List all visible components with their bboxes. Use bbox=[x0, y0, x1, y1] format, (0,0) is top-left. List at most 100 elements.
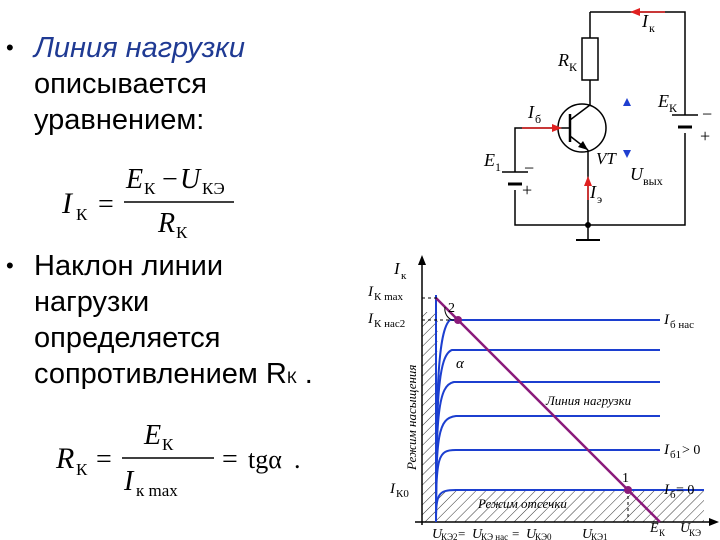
bullet-line: нагрузки bbox=[34, 286, 150, 318]
bullet-line-end: . bbox=[296, 358, 313, 390]
label-uvyx-sub: вых bbox=[643, 174, 663, 188]
label-load-line: Линия нагрузки bbox=[545, 393, 632, 408]
label-e1-minus: − bbox=[524, 158, 534, 178]
label-saturation: Режим насыщения bbox=[404, 365, 419, 471]
label-alpha: α bbox=[456, 356, 465, 372]
label-x-axis: U bbox=[680, 521, 691, 536]
formula-rk-tg: tgα bbox=[248, 445, 282, 474]
label-ib1-rel: > 0 bbox=[682, 443, 700, 458]
label-ie-sub: э bbox=[597, 192, 602, 206]
point-2 bbox=[454, 316, 462, 324]
voltage-arrow-up-icon bbox=[623, 98, 631, 106]
bullet-line-text: сопротивлением R bbox=[34, 358, 287, 390]
bullet-text: Линия нагрузки описывается уравнением: bbox=[34, 30, 414, 138]
x-axis-arrow-icon bbox=[709, 518, 719, 526]
alpha-arc bbox=[444, 306, 453, 321]
label-y-axis: I bbox=[393, 259, 401, 278]
formula-rk-end: . bbox=[294, 445, 301, 474]
bullet-line: уравнением: bbox=[34, 104, 205, 136]
label-vt: VT bbox=[596, 149, 617, 168]
load-line bbox=[435, 297, 661, 523]
y-axis-arrow-icon bbox=[418, 255, 426, 265]
label-ek-sub: К bbox=[669, 101, 678, 115]
label-e1-plus: + bbox=[522, 180, 532, 200]
label-y-axis-sub: к bbox=[401, 270, 407, 282]
formula-ik-num-minus: − bbox=[162, 164, 178, 195]
label-ek: E bbox=[657, 91, 669, 111]
label-ik: I bbox=[641, 11, 649, 31]
formula-ik-den-r: R bbox=[157, 208, 175, 239]
label-x-ek: E bbox=[649, 521, 659, 536]
label-ek-plus: + bbox=[700, 126, 710, 146]
bullet-line: определяется bbox=[34, 322, 221, 354]
cutoff-hatch bbox=[434, 490, 704, 522]
label-rk: R bbox=[557, 50, 569, 70]
label-ek-minus: − bbox=[702, 104, 712, 124]
label-ib0-rel: = 0 bbox=[676, 483, 694, 498]
label-point-2: 2 bbox=[448, 301, 455, 316]
label-ik0-sub: К0 bbox=[396, 488, 409, 500]
formula-ik-num-u-sub: КЭ bbox=[202, 179, 225, 198]
label-ikmax: I bbox=[367, 284, 374, 300]
resistor-rk bbox=[581, 37, 599, 81]
label-iknas2-sub: К нас2 bbox=[374, 318, 405, 330]
ik-arrow-icon bbox=[630, 8, 640, 16]
formula-rk: R К = E К I к max = tgα . bbox=[55, 420, 301, 500]
label-eq-2: = bbox=[512, 526, 519, 540]
output-characteristics-graph: I к I К max I К нас2 I К0 Режим насыщени… bbox=[367, 255, 719, 540]
label-ukz0-sub: КЭ0 bbox=[535, 532, 552, 540]
bullet-heading: Линия нагрузки bbox=[34, 32, 246, 64]
label-ukznas: U bbox=[472, 527, 483, 540]
wire-top bbox=[590, 11, 686, 115]
label-x-ek-sub: К bbox=[659, 528, 666, 538]
label-ib-sub: б bbox=[535, 112, 541, 126]
label-ukz2-sub: КЭ2 bbox=[441, 532, 458, 540]
bullet-line: Наклон линии bbox=[34, 250, 224, 282]
emitter-arrow-icon bbox=[578, 141, 588, 150]
label-e1-sub: 1 bbox=[495, 160, 501, 174]
bullet-text: Наклон линии нагрузки определяется сопро… bbox=[34, 248, 414, 396]
label-x-axis-sub: КЭ bbox=[689, 528, 701, 538]
transistor-circuit: I к R К I б E К − + E 1 − + VT I э U вых bbox=[483, 8, 712, 241]
formula-rk-den-i: I bbox=[123, 466, 135, 497]
label-ik-sub: к bbox=[649, 21, 655, 35]
formula-rk-lhs-sub: К bbox=[76, 460, 88, 479]
bullet-line-sub: К bbox=[286, 368, 297, 387]
ib-arrow-icon bbox=[552, 124, 562, 132]
saturation-hatch bbox=[422, 312, 438, 522]
label-eq-1: = bbox=[458, 526, 465, 540]
label-ibnas: I bbox=[663, 312, 670, 328]
formula-ik-eq: = bbox=[98, 189, 114, 220]
label-ukz1-sub: КЭ1 bbox=[591, 532, 608, 540]
formula-rk-num-e-sub: К bbox=[162, 435, 174, 454]
label-ib: I bbox=[527, 102, 535, 122]
label-e1: E bbox=[483, 150, 495, 170]
label-ukznas-sub: КЭ нас bbox=[481, 532, 508, 540]
bullet-line-rk: сопротивлением RК . bbox=[34, 356, 414, 396]
label-rk-sub: К bbox=[569, 60, 578, 74]
wire-bottom bbox=[514, 133, 686, 226]
point-1 bbox=[624, 486, 632, 494]
formula-ik-den-r-sub: К bbox=[176, 223, 188, 242]
formula-rk-num-e: E bbox=[143, 420, 161, 451]
formula-rk-lhs: R bbox=[55, 442, 74, 475]
label-iknas2: I bbox=[367, 311, 374, 327]
formula-rk-den-i-sub: к max bbox=[136, 481, 178, 500]
formula-ik-num-u: U bbox=[180, 164, 202, 195]
bullet-dot: • bbox=[6, 35, 14, 60]
bullet-dot: • bbox=[6, 253, 14, 278]
label-ib0: I bbox=[663, 482, 670, 498]
label-ikmax-sub: К max bbox=[374, 291, 404, 303]
label-ibnas-sub: б нас bbox=[670, 319, 694, 331]
formula-ik: I К = E К − U КЭ R К bbox=[61, 164, 234, 242]
label-ukz1: U bbox=[582, 527, 593, 540]
label-ik0: I bbox=[389, 481, 396, 497]
formula-ik-lhs: I bbox=[61, 187, 74, 220]
formula-rk-eq2: = bbox=[222, 444, 238, 475]
label-point-1: 1 bbox=[622, 471, 629, 486]
label-ukz0: U bbox=[526, 527, 537, 540]
voltage-arrow-down-icon bbox=[623, 150, 631, 158]
ie-arrow-icon bbox=[584, 176, 592, 186]
label-cutoff: Режим отсечки bbox=[477, 496, 567, 511]
formula-ik-lhs-sub: К bbox=[76, 205, 88, 224]
